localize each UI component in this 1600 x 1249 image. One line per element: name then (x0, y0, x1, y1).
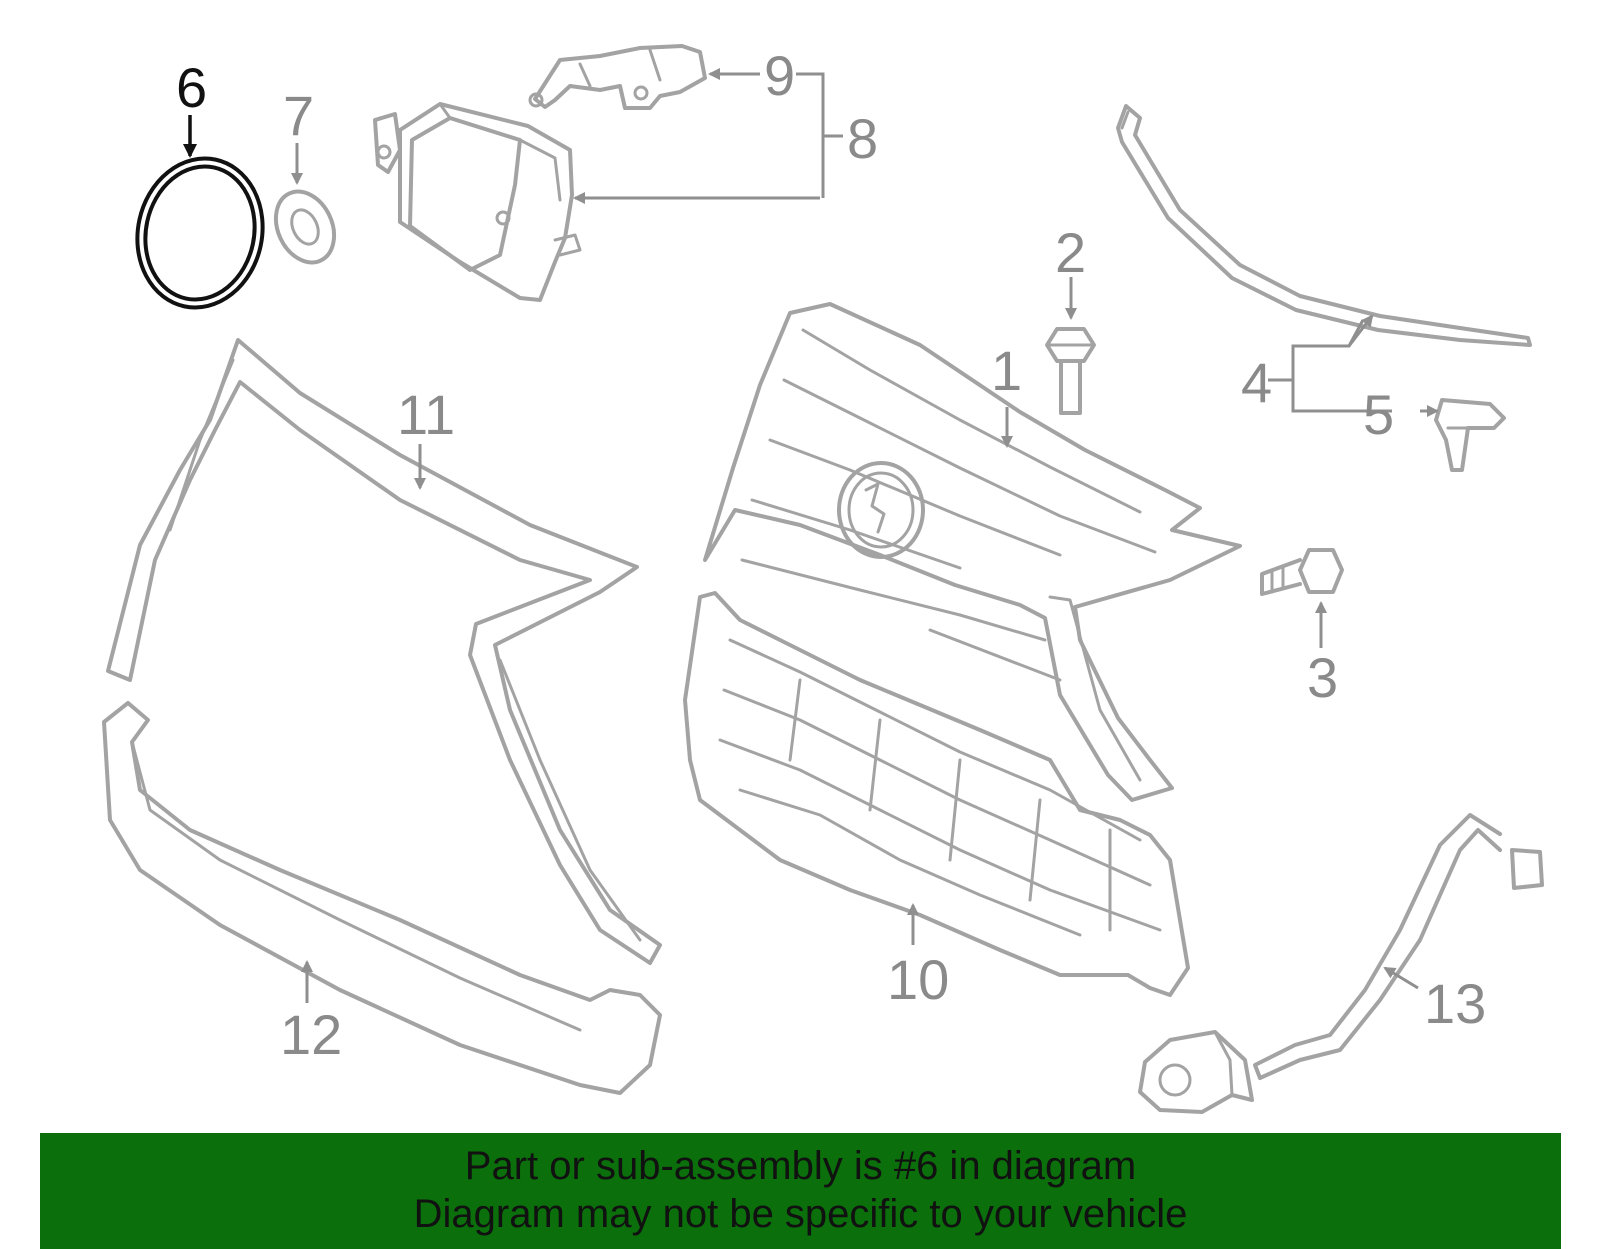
part-6-ring[interactable] (124, 147, 276, 320)
part-8-sensor-module[interactable] (373, 102, 582, 302)
part-5-clip[interactable] (1434, 398, 1506, 472)
part-2-bolt[interactable] (1045, 327, 1096, 415)
callout-1[interactable]: 1 (991, 339, 1022, 402)
callout-12[interactable]: 12 (280, 1003, 342, 1066)
callout-7[interactable]: 7 (283, 84, 314, 147)
callout-3[interactable]: 3 (1307, 646, 1338, 709)
part-3-bolt[interactable] (1260, 548, 1344, 596)
bracket-4-5 (1291, 319, 1392, 413)
banner-line-1: Part or sub-assembly is #6 in diagram (464, 1144, 1137, 1188)
part-13-camera[interactable] (1138, 813, 1544, 1114)
part-10-lower-grille[interactable] (683, 591, 1190, 997)
callout-6[interactable]: 6 (176, 56, 207, 119)
callout-11[interactable]: 11 (397, 383, 455, 446)
callout-5[interactable]: 5 (1363, 383, 1394, 446)
part-1-grille[interactable] (703, 302, 1242, 802)
part-9-bracket[interactable] (528, 44, 707, 110)
part-11-trim[interactable] (106, 338, 662, 965)
callout-9[interactable]: 9 (764, 44, 795, 107)
banner-line-2: Diagram may not be specific to your vehi… (413, 1192, 1188, 1236)
callout-10[interactable]: 10 (887, 948, 949, 1011)
part-12-lower-molding[interactable] (102, 701, 662, 1095)
callout-13[interactable]: 13 (1424, 972, 1486, 1035)
part-4-molding[interactable] (1116, 104, 1532, 347)
info-banner: Part or sub-assembly is #6 in diagram Di… (40, 1133, 1561, 1249)
callout-2[interactable]: 2 (1055, 221, 1086, 284)
callout-4[interactable]: 4 (1241, 351, 1272, 414)
part-7-washer[interactable] (265, 182, 345, 272)
callout-8[interactable]: 8 (847, 107, 878, 170)
leader-13 (1383, 966, 1419, 990)
bracket-8-9 (796, 72, 825, 198)
